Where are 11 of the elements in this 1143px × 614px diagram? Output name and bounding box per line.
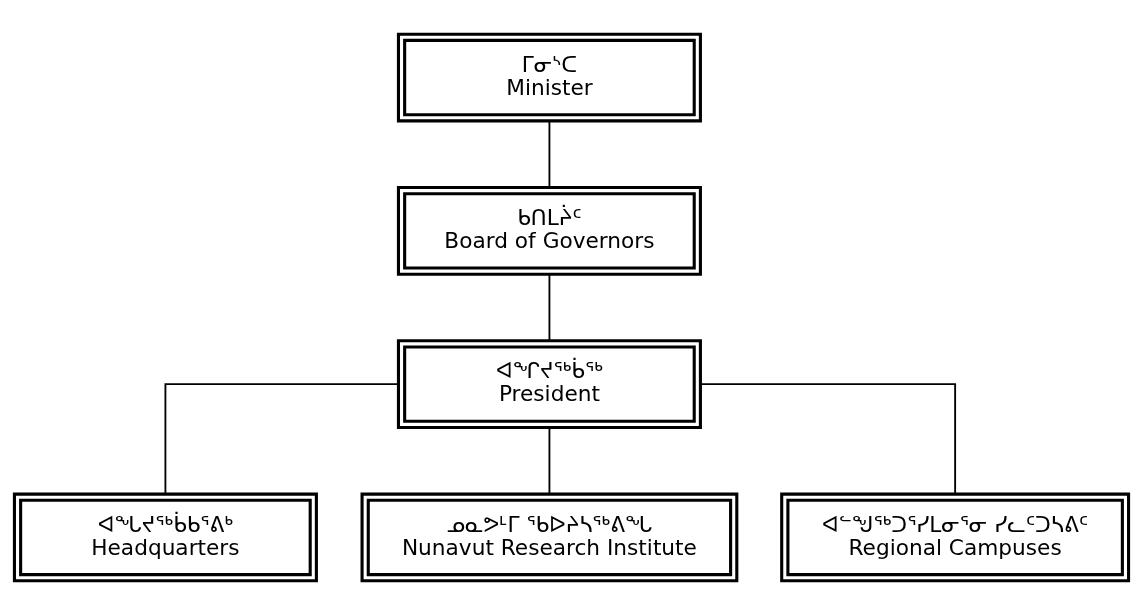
node-box: ᐊᖓᔪᖅᑳᑲᕐᕕᒃ Headquarters <box>12 492 318 582</box>
node-box: ᑲᑎᒪᔩᑦ Board of Governors <box>396 185 702 276</box>
connector <box>548 272 551 341</box>
node-box: ᓄᓇᕗᒻᒥ ᖃᐅᔨᓴᖅᕕᖓ Nunavut Research Institute <box>360 492 739 582</box>
connector <box>164 382 400 495</box>
connector <box>699 382 957 495</box>
node-box: ᐊᓪᖑᖅᑐᕐᓯᒪᓂᕐᓂ ᓯᓚᑦᑐᓴᕕᑦ Regional Campuses <box>780 492 1131 582</box>
node-box: ᒥᓂᔅᑕ Minister <box>396 32 702 122</box>
connector <box>548 426 551 495</box>
connector <box>548 119 551 188</box>
node-box: ᐊᖏᔪᖅᑳᖅ President <box>396 338 702 429</box>
